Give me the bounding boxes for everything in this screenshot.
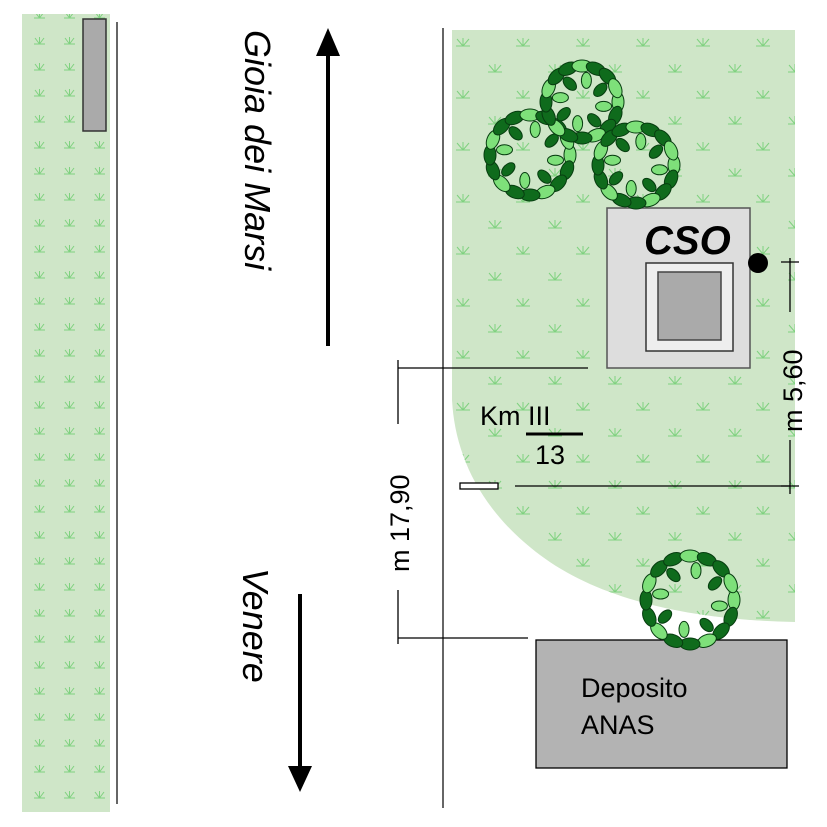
leaf: [699, 617, 714, 633]
km-label-bottom: 13: [535, 440, 565, 470]
direction-label-south: Venere: [235, 568, 276, 683]
km-stone: [459, 482, 499, 490]
leaf: [635, 133, 647, 150]
trees: [483, 59, 741, 651]
north-arrow: [316, 28, 340, 346]
leaf: [604, 154, 621, 166]
offset-dimension: [515, 258, 799, 494]
main-dimension: [397, 360, 588, 644]
leaf: [651, 164, 668, 176]
offset-distance-label: m 5,60: [778, 349, 808, 432]
leaf: [595, 100, 613, 112]
leaf: [625, 180, 637, 197]
depot-building: [535, 639, 788, 769]
leaf: [580, 71, 592, 89]
leaf: [707, 576, 723, 591]
south-arrow: [288, 594, 312, 792]
leaf: [508, 126, 523, 141]
survey-point-marker: [748, 253, 768, 273]
leaf: [496, 144, 513, 156]
leaf: [537, 169, 552, 184]
left-verge-texture: [22, 14, 110, 812]
leaf: [547, 154, 564, 166]
leaf: [615, 137, 630, 153]
leaf: [690, 562, 702, 580]
leaf: [652, 588, 670, 600]
leaf: [657, 609, 673, 624]
leaf: [593, 82, 608, 97]
tree-2: [539, 59, 625, 145]
leaf: [710, 600, 728, 612]
leaf: [642, 177, 657, 193]
km-label-top: Km III: [480, 401, 551, 431]
station-label: CSO: [644, 219, 731, 263]
leaf: [556, 107, 571, 122]
tree-4: [639, 549, 741, 651]
depot-label-line2: ANAS: [581, 710, 655, 740]
vertical-distance-label: m 17,90: [385, 474, 415, 572]
leaf: [663, 140, 679, 161]
leaf: [678, 620, 690, 638]
leaf: [608, 78, 623, 99]
tree-1: [483, 108, 577, 202]
leaf: [529, 121, 541, 138]
tree-3: [591, 120, 681, 210]
leaf: [608, 171, 624, 186]
leaf: [501, 162, 516, 177]
leaf: [519, 172, 531, 189]
roadside-sign-post: [82, 18, 107, 132]
leaf: [723, 573, 738, 594]
leaf: [562, 76, 577, 91]
depot-label-line1: Deposito: [581, 673, 688, 703]
station-core: [657, 271, 722, 341]
leaf: [666, 567, 681, 583]
leaf: [648, 144, 664, 159]
leaf: [572, 115, 584, 133]
leaf: [587, 113, 602, 128]
leaf: [551, 92, 569, 104]
direction-label-north: Gioia dei Marsi: [237, 30, 278, 271]
